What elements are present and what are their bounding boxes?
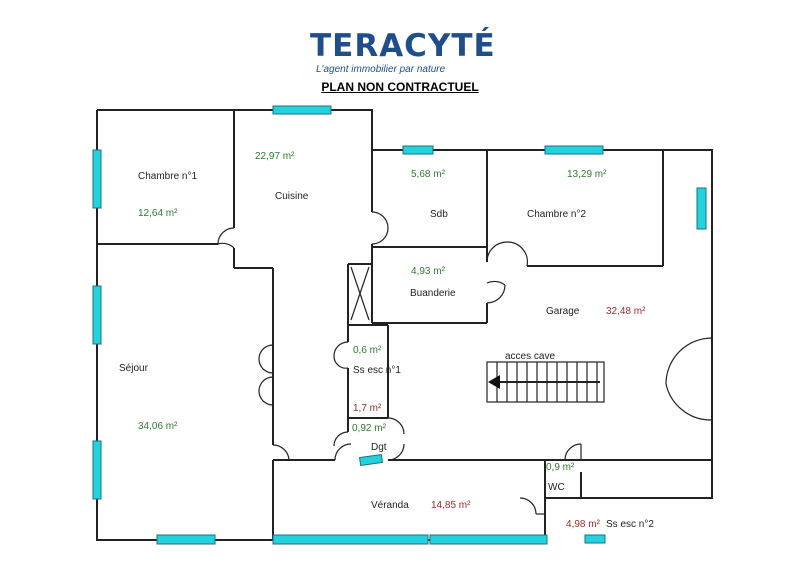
room-label-ss-esc2: Ss esc n°2 [606,519,654,530]
room-label-sejour: Séjour [119,363,149,374]
room-label-garage: Garage [546,306,580,317]
area-sejour: 34,06 m² [138,421,178,432]
label-acces-cave: acces cave [505,351,555,362]
room-label-ss-esc1: Ss esc n°1 [353,365,401,376]
area-buanderie: 4,93 m² [411,266,446,277]
area-garage: 32,48 m² [606,306,646,317]
area-dgt: 0,92 m² [352,423,387,434]
area-ss-esc1-a: 0,6 m² [353,345,382,356]
area-chambre1: 12,64 m² [138,208,178,219]
stair-arrow-icon [488,375,500,389]
brand-name: TERACYTÉ [310,28,496,64]
room-label-dgt: Dgt [371,442,387,453]
door-swings [217,211,713,515]
window [696,187,707,230]
window [92,149,102,209]
area-sdb: 5,68 m² [411,169,446,180]
window [272,534,429,545]
window [272,105,332,115]
area-veranda: 14,85 m² [431,500,471,511]
area-ss-esc1-b: 1,7 m² [353,403,382,414]
window [544,145,604,155]
room-label-cuisine: Cuisine [275,191,309,202]
area-cuisine: 22,97 m² [255,151,295,162]
room-label-chambre2: Chambre n°2 [527,209,586,220]
windows [92,105,707,545]
window [92,285,102,345]
interior-walls [97,110,712,540]
window [92,440,102,500]
cave-stairs [486,361,605,403]
room-label-veranda: Véranda [371,500,409,511]
room-labels: Chambre n°1 12,64 m² 22,97 m² Cuisine 5,… [119,151,654,530]
area-ss-esc2: 4,98 m² [566,519,601,530]
window [584,534,606,544]
area-chambre2: 13,29 m² [567,169,607,180]
room-label-sdb: Sdb [430,209,448,220]
window [358,453,384,467]
window [156,534,216,545]
window [402,145,434,155]
room-label-wc: WC [548,482,565,493]
room-label-buanderie: Buanderie [410,288,456,299]
teracyte-logo: TERACYTÉ L'agent immobilier par nature [310,28,500,78]
plan-disclaimer: PLAN NON CONTRACTUEL [321,80,479,94]
window [429,534,548,545]
room-label-chambre1: Chambre n°1 [138,171,197,182]
area-wc: 0,9 m² [546,462,575,473]
brand-tagline: L'agent immobilier par nature [316,64,446,75]
